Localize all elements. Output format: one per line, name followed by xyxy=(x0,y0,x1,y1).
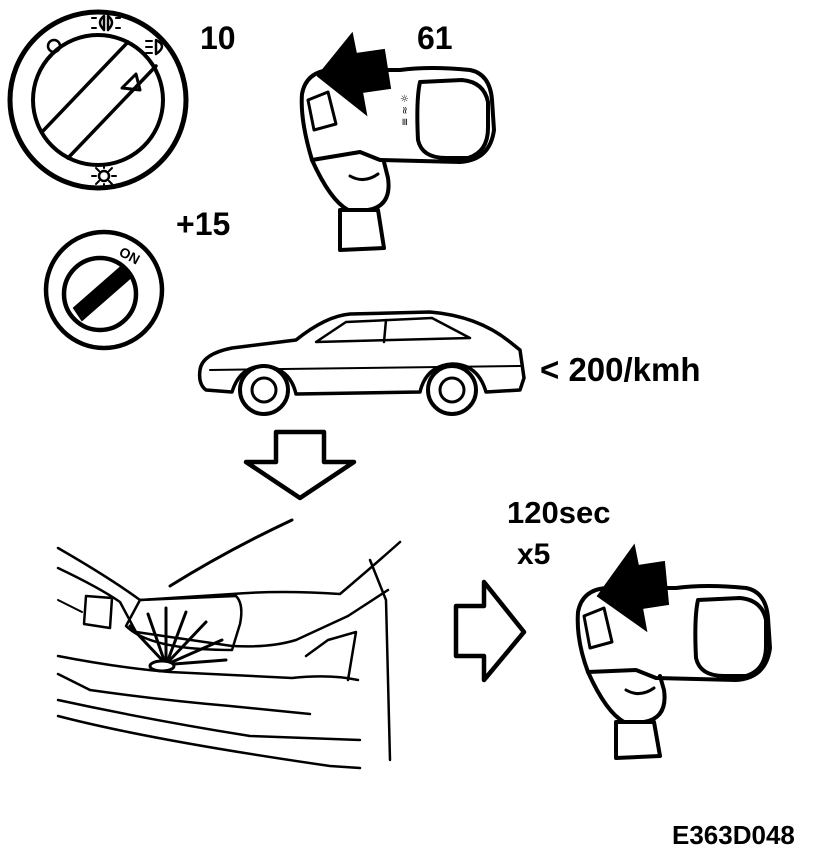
parking-light-icon xyxy=(91,14,121,32)
car-side-view xyxy=(197,310,526,416)
light-switch-position-label: 10 xyxy=(200,20,236,56)
turn-signal-stalk-top: ≡ ≈ ☼ xyxy=(299,31,496,252)
speed-condition-label: < 200/kmh xyxy=(540,351,701,388)
ignition-switch xyxy=(43,229,165,351)
arrow-down-icon xyxy=(243,429,357,501)
turn-signal-stalk-bottom xyxy=(575,543,772,760)
arrow-left-icon xyxy=(316,31,392,117)
light-switch-knob xyxy=(7,9,189,191)
figure-code-label: E363D048 xyxy=(672,820,795,850)
ignition-terminal-label: +15 xyxy=(176,206,231,242)
light-flash-icon xyxy=(128,606,228,673)
off-position-icon xyxy=(46,38,62,54)
arrow-right-icon xyxy=(453,579,527,683)
stalk-code-label: 61 xyxy=(417,20,453,56)
arrow-left-icon xyxy=(596,543,670,633)
repeat-count-label: x5 xyxy=(517,538,551,571)
duration-label: 120sec xyxy=(507,495,611,530)
svg-text:≡ ≈ ☼: ≡ ≈ ☼ xyxy=(400,94,411,126)
dashboard-light-icon xyxy=(91,163,117,189)
car-front-detail xyxy=(56,518,402,770)
headlight-icon xyxy=(145,38,164,56)
